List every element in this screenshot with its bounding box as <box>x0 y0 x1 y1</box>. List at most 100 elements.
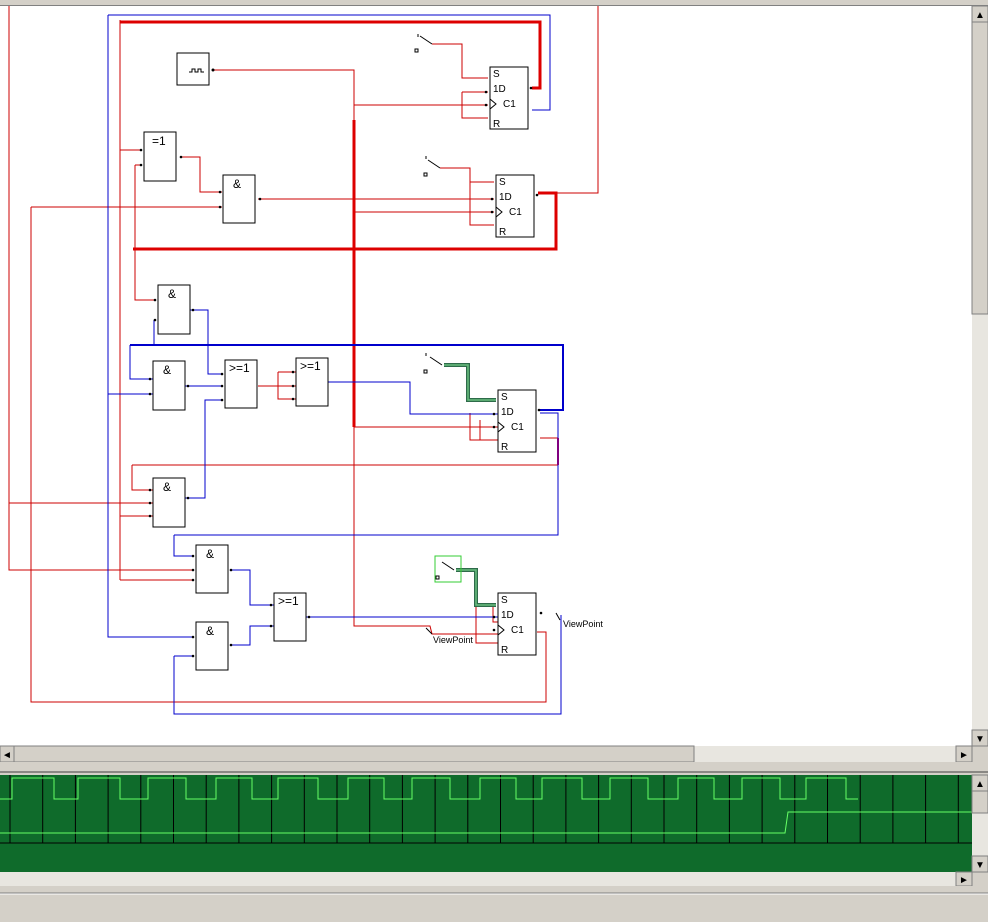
and-gate-4[interactable]: & <box>152 477 186 528</box>
pin-r: R <box>499 227 506 238</box>
wire <box>190 309 222 375</box>
wire <box>107 394 193 638</box>
gate-label: & <box>206 547 214 561</box>
and-gate-5[interactable]: & <box>195 544 229 594</box>
or-gate-2[interactable]: >=1 <box>295 357 329 407</box>
horizontal-scroll-thumb[interactable] <box>13 745 695 763</box>
pin-s: S <box>501 595 508 606</box>
wire <box>108 14 551 111</box>
and-gate-1[interactable]: & <box>222 174 256 224</box>
flip-flop-2[interactable]: S 1D C1 R <box>490 174 539 238</box>
wave-scroll-down-arrow: ▼ <box>975 860 985 871</box>
probes[interactable]: ViewPoint ViewPoint <box>425 612 603 645</box>
wire <box>440 167 494 183</box>
or-gate-3[interactable]: >=1 <box>273 592 307 642</box>
wire <box>181 156 222 193</box>
gate-label: >=1 <box>278 594 299 608</box>
switches[interactable] <box>414 34 462 583</box>
waveform-clock <box>0 777 858 800</box>
wire <box>213 69 498 635</box>
scroll-down-arrow: ▼ <box>975 734 985 745</box>
vertical-scroll-thumb[interactable] <box>971 21 988 315</box>
or-gate-1[interactable]: >=1 <box>224 359 258 409</box>
wire <box>469 182 494 226</box>
switch-3[interactable] <box>423 353 443 374</box>
bold-wire <box>130 344 564 411</box>
wire <box>461 92 488 119</box>
wire <box>173 615 562 715</box>
active-path <box>456 569 496 606</box>
gate-label: & <box>233 177 241 191</box>
pin-1d: 1D <box>493 84 506 95</box>
wire <box>173 535 193 557</box>
clock-icon <box>189 68 204 73</box>
scroll-left-arrow: ◄ <box>2 750 12 761</box>
panel-splitter[interactable] <box>0 762 988 774</box>
logic-gates[interactable]: =1 & & & >=1 >=1 & & >=1 & <box>143 131 329 671</box>
schematic-canvas[interactable] <box>0 6 972 746</box>
wire <box>30 207 547 703</box>
probe-label-2: ViewPoint <box>563 619 603 629</box>
pin-s: S <box>499 177 506 188</box>
wire <box>469 413 498 441</box>
wire <box>129 345 154 380</box>
pin-1d: 1D <box>499 192 512 203</box>
pin-c1: C1 <box>511 422 524 433</box>
switch-2[interactable] <box>423 156 441 177</box>
gate-label: & <box>163 363 171 377</box>
gate-label: & <box>163 480 171 494</box>
wires <box>8 6 599 715</box>
pin-1d: 1D <box>501 407 514 418</box>
pin-r: R <box>493 119 500 130</box>
wire <box>8 6 193 571</box>
flip-flop-3[interactable]: S 1D C1 R <box>492 389 541 453</box>
pin-s: S <box>501 392 508 403</box>
gate-label: >=1 <box>300 359 321 373</box>
gate-label: & <box>206 624 214 638</box>
gate-label: >=1 <box>229 361 250 375</box>
flip-flop-4[interactable]: S 1D C1 R <box>492 592 543 656</box>
wave-scroll-up-arrow: ▲ <box>975 779 985 790</box>
wire <box>134 165 154 301</box>
gate-label: =1 <box>152 134 166 148</box>
vertical-scrollbar[interactable]: ▲ ▼ <box>971 5 988 747</box>
and-gate-2[interactable]: & <box>157 284 191 335</box>
waveform-signal-2 <box>0 811 972 834</box>
wire <box>230 625 275 646</box>
wire <box>432 43 488 79</box>
wire <box>492 605 498 623</box>
horizontal-scrollbar[interactable]: ◄ ► <box>0 745 973 763</box>
bold-wire <box>133 191 558 251</box>
wire <box>538 6 599 194</box>
wire <box>328 381 498 415</box>
pin-c1: C1 <box>509 207 522 218</box>
and-gate-6[interactable]: & <box>195 621 229 671</box>
wire <box>174 412 559 536</box>
and-gate-3[interactable]: & <box>152 360 186 411</box>
pin-c1: C1 <box>511 625 524 636</box>
bold-wire <box>120 20 542 90</box>
probe-label-1: ViewPoint <box>433 635 473 645</box>
waveform-grid <box>9 775 959 843</box>
wire <box>277 372 297 400</box>
clock-generator[interactable] <box>176 52 215 86</box>
scroll-down-button[interactable] <box>971 729 988 747</box>
wire <box>230 569 275 606</box>
pin-r: R <box>501 442 508 453</box>
flip-flop-1[interactable]: S 1D C1 R <box>484 66 533 130</box>
scroll-up-arrow: ▲ <box>975 10 985 21</box>
waveform-vertical-scrollbar[interactable]: ▲ ▼ <box>971 774 988 873</box>
switch-1[interactable] <box>414 34 433 53</box>
wave-scroll-right-arrow: ► <box>959 875 969 886</box>
scroll-right-arrow: ► <box>959 750 969 761</box>
pin-dots <box>139 148 311 658</box>
gate-label: & <box>168 287 176 301</box>
waveform-horizontal-scrollbar[interactable]: ► <box>0 871 973 887</box>
top-frame <box>0 0 988 6</box>
flip-flops[interactable]: S 1D C1 R S 1D C1 R S 1D C1 R S <box>484 66 543 656</box>
xor-gate-1[interactable]: =1 <box>143 131 177 182</box>
waveform-panel[interactable] <box>0 775 972 874</box>
switch-4-selected[interactable] <box>434 555 462 583</box>
pin-r: R <box>501 645 508 656</box>
